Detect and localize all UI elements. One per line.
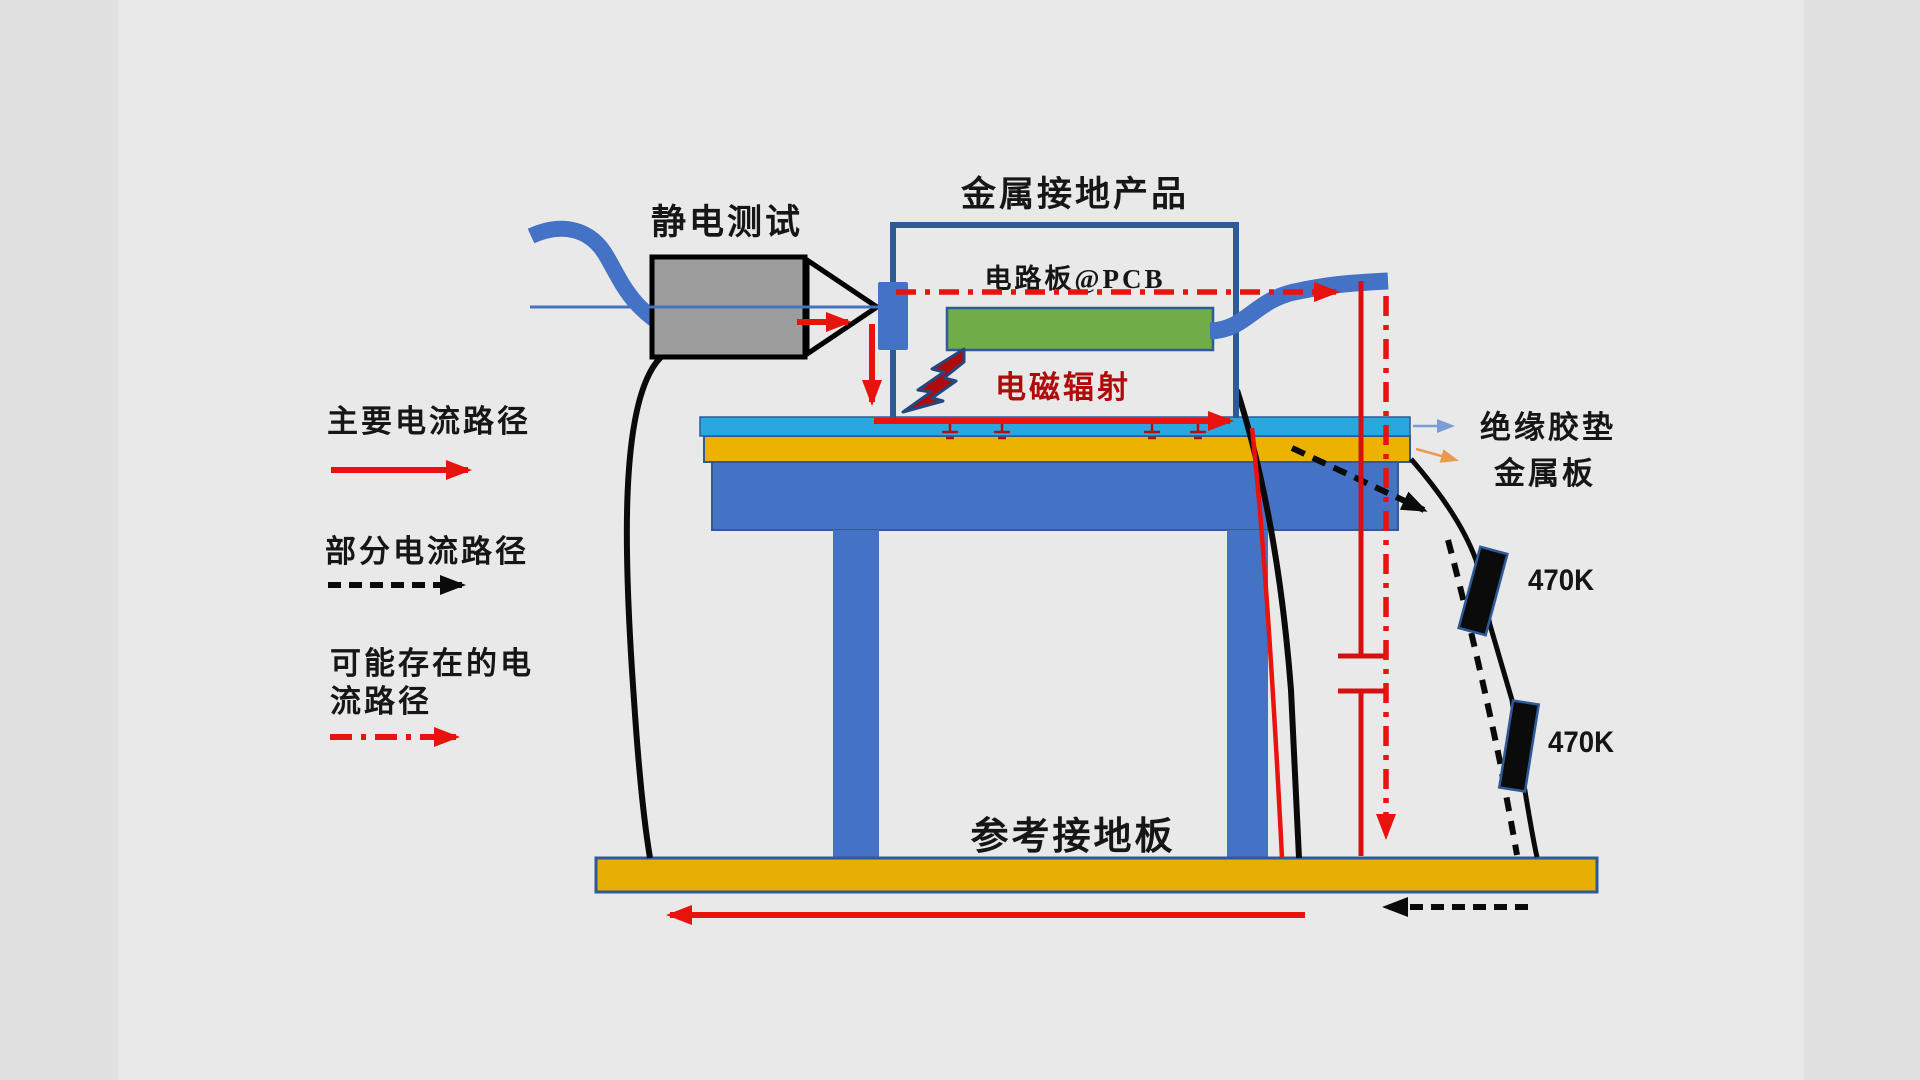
resistor-bottom (1497, 699, 1541, 793)
test-table (699, 416, 1411, 859)
slide-background (118, 0, 1804, 1080)
emi-label: 电磁辐射 (995, 370, 1131, 405)
metal-plate-pointer-arrow (1415, 447, 1459, 463)
legend-possible-label-line2: 流路径 (330, 684, 432, 719)
table-leg-right (1227, 530, 1268, 859)
legend-possible-label-line1: 可能存在的电 (330, 646, 534, 681)
resistor-top (1457, 545, 1509, 637)
insulating-mat-label: 绝缘胶垫 (1480, 410, 1616, 445)
reference-ground-plate-label: 参考接地板 (970, 816, 1175, 858)
resistor-top-label: 470K (1528, 564, 1594, 597)
connector-block (878, 282, 908, 350)
mat-ground-ticks (942, 424, 1206, 440)
coupling-branch (1338, 281, 1384, 856)
ground-tick (994, 424, 1010, 440)
metal-plate-layer (703, 435, 1411, 463)
pcb-board (945, 306, 1215, 352)
metal-plate-label: 金属板 (1493, 456, 1596, 491)
table-apron (711, 461, 1399, 531)
leg-current-line (1249, 427, 1285, 859)
ground-tick (1190, 424, 1206, 440)
gun-ground-cable (623, 354, 664, 859)
ground-tick (1144, 424, 1160, 440)
legend: 主要电流路径 部分电流路径 可能存在的电 流路径 (325, 404, 534, 747)
table-leg-left (833, 530, 879, 859)
pcb-label: 电路板@PCB (984, 263, 1165, 294)
partial-path-upper (1290, 445, 1428, 513)
resistor-bottom-label: 470K (1548, 726, 1614, 759)
partial-path-lower (1445, 539, 1520, 856)
ground-tick (942, 424, 958, 440)
product-label: 金属接地产品 (960, 174, 1189, 214)
legend-main-label: 主要电流路径 (327, 404, 531, 439)
lightning-icon (901, 347, 966, 414)
esd-gun-label: 静电测试 (651, 203, 803, 242)
legend-partial-label: 部分电流路径 (325, 534, 529, 569)
reference-ground-plate (594, 856, 1599, 894)
